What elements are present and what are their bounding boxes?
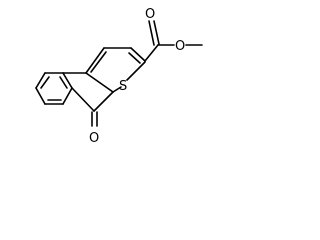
bond-benzene-inner-3 [59, 76, 68, 89]
bond-cyclopentane-2 [71, 87, 95, 112]
sulfur-atom-label: S [119, 79, 127, 94]
bond-cyclopentane-3 [93, 91, 114, 112]
bond-benzene-4 [62, 87, 73, 105]
atom-labels: S O O O [89, 7, 185, 146]
bond-benzene-5 [62, 72, 73, 89]
bond-thiophene-4 [126, 61, 146, 81]
bond-ester-co-a [148, 20, 155, 46]
bond-thiophene-inner-2 [128, 52, 141, 64]
ketone-oxygen-label: O [89, 131, 99, 146]
ester-carbonyl-oxygen-label: O [145, 7, 155, 22]
bond-benzene-2 [35, 87, 46, 105]
bond-ester-c [144, 44, 159, 62]
bond-cyclopentane-4 [85, 72, 114, 93]
bond-thiophene-5 [112, 86, 122, 93]
bond-thiophene-1 [85, 47, 105, 74]
bond-benzene-1 [35, 72, 46, 89]
bond-thiophene-3 [130, 47, 146, 62]
ester-ether-oxygen-label: O [175, 39, 185, 54]
chemical-structure: S O O O [35, 7, 203, 146]
bond-benzene-inner-1 [40, 76, 50, 89]
bond-thiophene-inner [90, 51, 107, 73]
bond-ester-co-b [153, 20, 160, 45]
bonds [35, 20, 203, 127]
